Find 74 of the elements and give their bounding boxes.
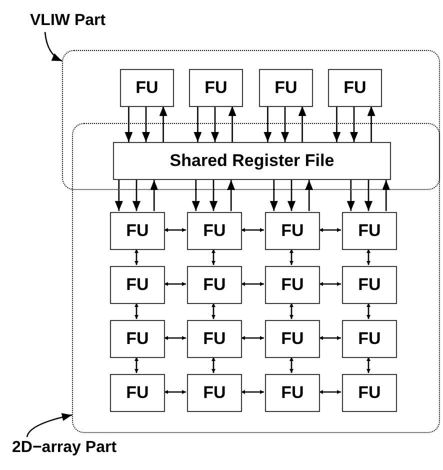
arrow	[114, 180, 123, 211]
functional-unit-box: FU	[110, 212, 165, 250]
arrow	[332, 106, 341, 142]
functional-unit-box: FU	[187, 266, 242, 304]
functional-unit-box: FU	[342, 320, 397, 358]
arrow	[366, 303, 370, 319]
arrow	[241, 336, 264, 340]
arrow	[290, 303, 294, 319]
functional-unit-box: FU	[265, 266, 320, 304]
functional-unit-box: FU	[342, 374, 397, 412]
arrow	[346, 180, 355, 211]
functional-unit-box: FU	[110, 266, 165, 304]
arrow	[298, 106, 306, 142]
functional-unit-box: FU	[110, 374, 165, 412]
register-file-box: Shared Register File	[113, 142, 391, 180]
arrow	[134, 249, 138, 265]
arrow	[192, 180, 200, 211]
leader-arrow	[44, 32, 62, 62]
arrow	[350, 106, 358, 142]
functional-unit-box: FU	[265, 320, 320, 358]
functional-unit-box: FU	[342, 266, 397, 304]
arrow	[134, 357, 138, 373]
arrow	[212, 357, 216, 373]
arrow	[290, 249, 294, 265]
arrow	[164, 336, 186, 340]
arrow	[210, 180, 218, 211]
arrow	[319, 282, 341, 286]
arrow	[264, 106, 272, 142]
arrow	[212, 249, 216, 265]
leader-arrow	[26, 413, 72, 438]
arrow	[194, 106, 202, 142]
part-label: 2D−array Part	[12, 437, 162, 459]
functional-unit-box: FU	[120, 69, 174, 107]
dotted-region	[72, 123, 440, 433]
arrow	[319, 228, 341, 232]
arrow	[241, 228, 264, 232]
arrow	[211, 106, 219, 142]
functional-unit-box: FU	[265, 374, 320, 412]
arrow	[364, 180, 372, 211]
arrow	[281, 106, 289, 142]
arrow	[241, 390, 264, 394]
arrow	[164, 282, 186, 286]
arrow	[212, 303, 216, 319]
part-label: VLIW Part	[30, 10, 140, 32]
functional-unit-box: FU	[110, 320, 165, 358]
functional-unit-box: FU	[187, 374, 242, 412]
arrow	[367, 106, 376, 142]
arrow	[366, 357, 370, 373]
arrow	[270, 180, 278, 211]
arrow	[228, 106, 236, 142]
arrow	[288, 180, 296, 211]
functional-unit-box: FU	[187, 320, 242, 358]
arrow	[164, 390, 186, 394]
arrow	[134, 303, 138, 319]
arrow	[290, 357, 294, 373]
arrow	[382, 180, 390, 211]
functional-unit-box: FU	[342, 212, 397, 250]
arrow	[319, 336, 341, 340]
functional-unit-box: FU	[189, 69, 243, 107]
functional-unit-box: FU	[259, 69, 313, 107]
arrow	[164, 228, 186, 232]
arrow	[241, 282, 264, 286]
functional-unit-box: FU	[265, 212, 320, 250]
arrow	[132, 180, 140, 211]
arrow	[366, 249, 370, 265]
arrow	[124, 106, 133, 142]
arrow	[159, 106, 168, 142]
arrow	[305, 180, 314, 211]
functional-unit-box: FU	[328, 69, 382, 107]
arrow	[150, 180, 158, 211]
functional-unit-box: FU	[187, 212, 242, 250]
arrow	[319, 390, 341, 394]
arrow	[227, 180, 236, 211]
arrow	[142, 106, 150, 142]
